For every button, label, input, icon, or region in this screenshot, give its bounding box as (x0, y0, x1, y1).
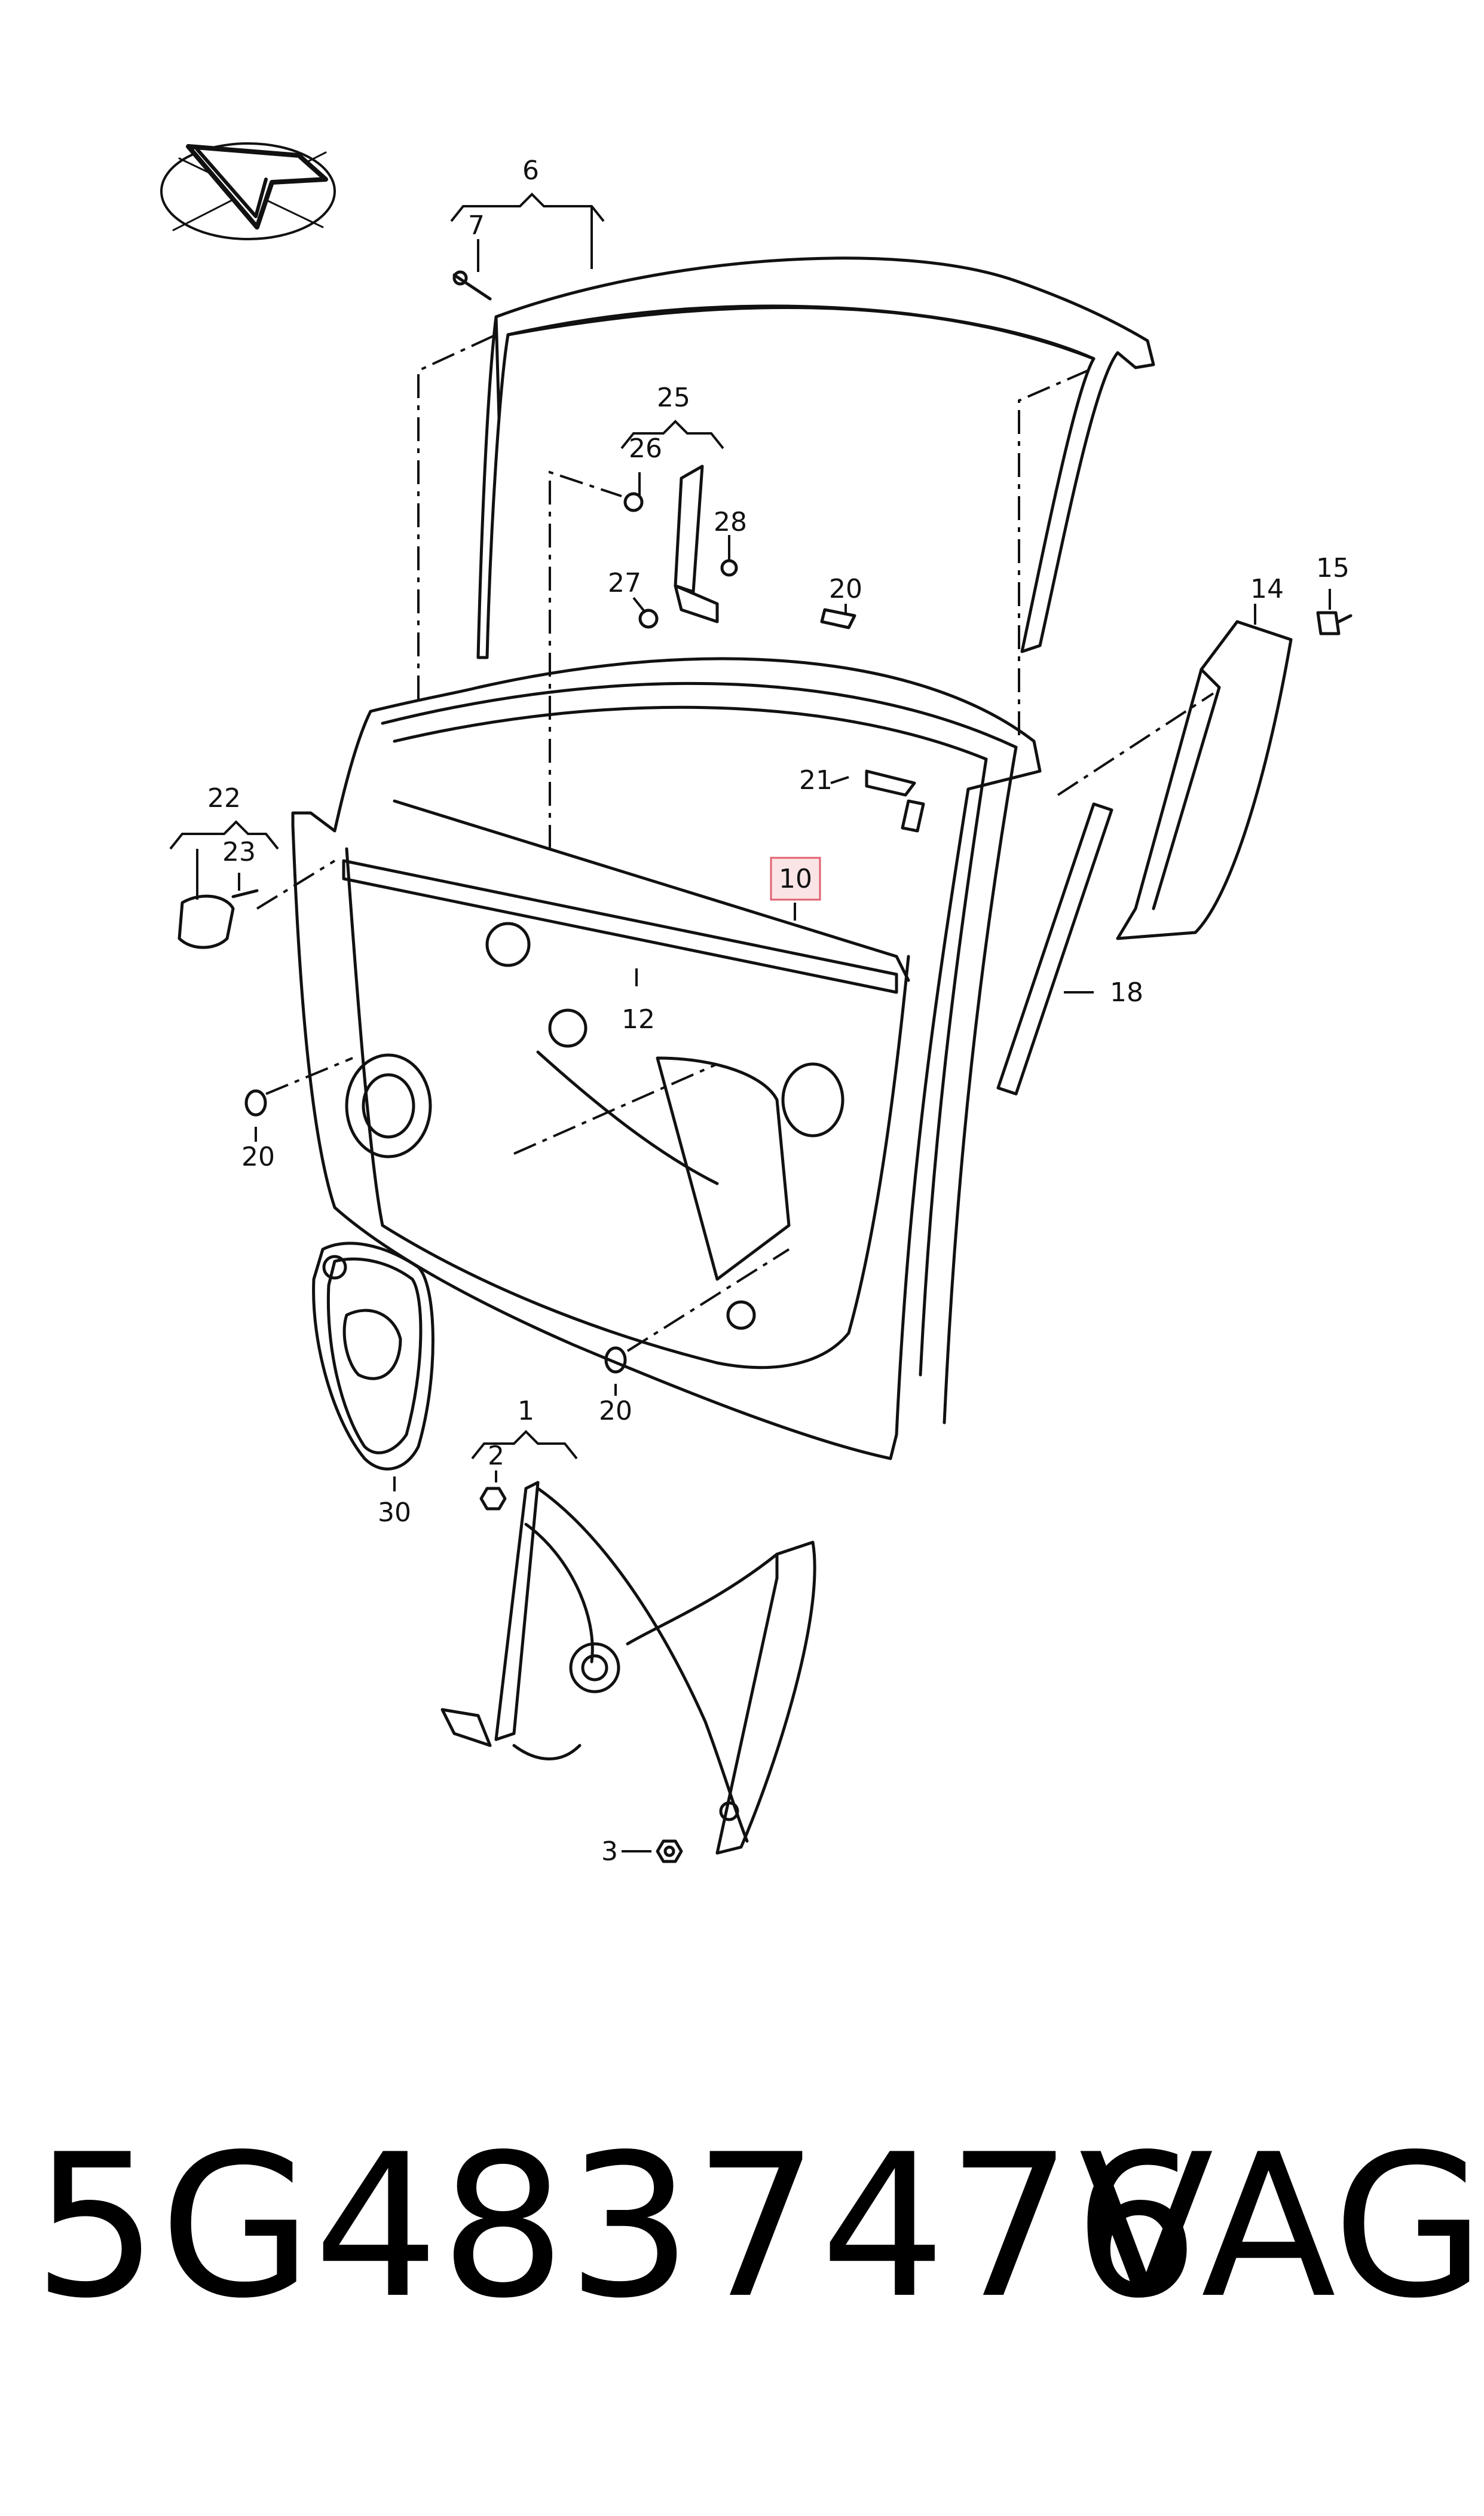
door-cover-seal (312, 1242, 435, 1471)
callout-3: 3 (601, 1836, 618, 1867)
b-pillar-trim (1116, 620, 1293, 940)
callout-15: 15 (1316, 553, 1350, 583)
screw-23-icon (231, 889, 259, 898)
callout-20-left: 20 (241, 1142, 275, 1172)
brand-label: VAG (1079, 2112, 1484, 2341)
orientation-emblem-icon (160, 142, 336, 240)
callout-23: 23 (222, 837, 256, 867)
callout-22: 22 (207, 783, 241, 814)
callout-2: 2 (488, 1441, 504, 1471)
callout-10: 10 (779, 864, 812, 894)
callout-18: 18 (1110, 977, 1143, 1008)
callout-7: 7 (468, 210, 485, 241)
rear-seal-strip (996, 802, 1113, 1096)
callout-6: 6 (522, 155, 539, 186)
exploded-door-diagram: 6 7 25 26 28 27 20 14 15 21 22 23 10 12 … (160, 142, 1353, 1867)
bracket-25-icon (674, 464, 719, 623)
clip-15-icon (1316, 611, 1353, 635)
callout-27: 27 (608, 568, 641, 598)
screw-27-icon (638, 609, 659, 629)
callout-20-top: 20 (829, 574, 862, 604)
wedge-21-icon (865, 769, 925, 833)
callout-14: 14 (1250, 574, 1284, 604)
callout-25: 25 (657, 383, 690, 413)
screw-26-icon (623, 492, 644, 512)
highlight-box-10 (770, 857, 821, 901)
window-frame-seal (476, 256, 1155, 659)
callout-21: 21 (799, 765, 833, 796)
fastener-nut-3-icon (656, 1839, 683, 1863)
window-inner-seal-strip (342, 799, 910, 994)
callout-12: 12 (622, 1004, 655, 1035)
door-shell (291, 657, 1042, 1460)
callout-20-bottom: 20 (599, 1396, 632, 1426)
handle-cap-22-icon (178, 894, 235, 949)
callout-26: 26 (629, 433, 662, 464)
window-regulator (440, 1481, 816, 1855)
fastener-screw-7-icon (452, 270, 492, 301)
bolt-28-icon (720, 559, 738, 577)
plug-20-icon (244, 608, 856, 1374)
callout-1: 1 (518, 1396, 534, 1426)
part-number: 5G4837476 (33, 2112, 1201, 2341)
callout-30: 30 (378, 1497, 411, 1528)
callout-28: 28 (714, 507, 747, 537)
fastener-bolt-2-icon (479, 1487, 507, 1511)
